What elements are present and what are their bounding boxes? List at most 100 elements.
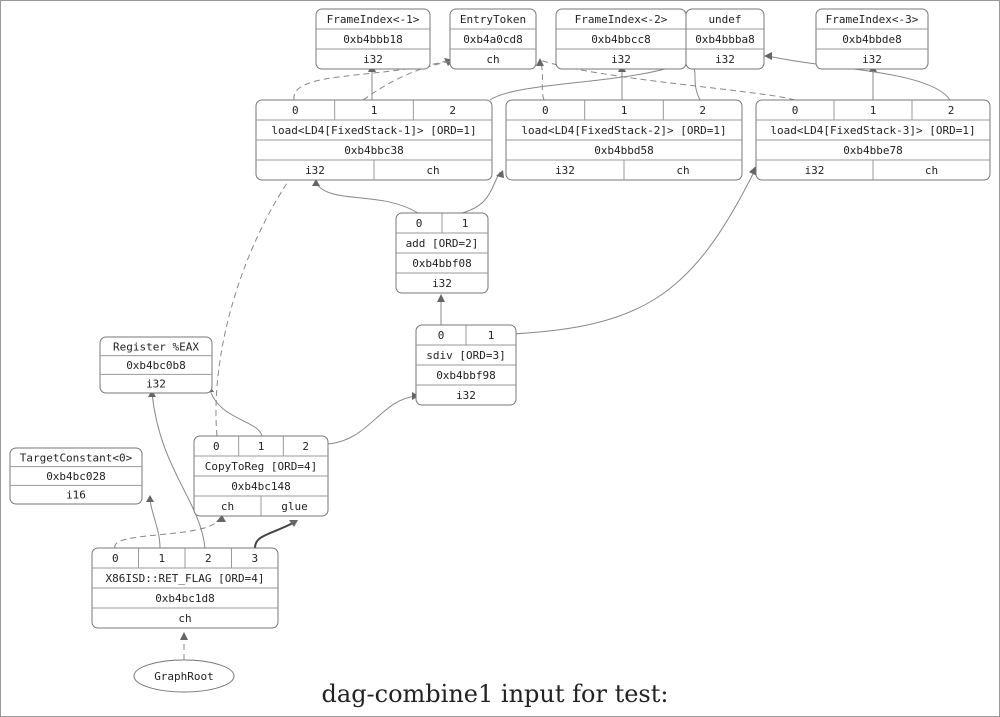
output-value: ch xyxy=(426,164,439,177)
node-title: load<LD4[FixedStack-2]> [ORD=1] xyxy=(521,124,726,137)
node-title: EntryToken xyxy=(460,13,526,26)
input-port: 1 xyxy=(158,552,165,565)
node-load1[interactable]: 0 1 2 load<LD4[FixedStack-1]> [ORD=1] 0xb4bb… xyxy=(255,99,493,181)
node-box xyxy=(133,659,235,693)
edge-ret-tconst xyxy=(149,499,161,549)
input-port: 0 xyxy=(213,440,220,453)
node-title: add [ORD=2] xyxy=(406,237,479,250)
input-port: 2 xyxy=(699,104,706,117)
input-port: 1 xyxy=(621,104,628,117)
caption: dag-combine1 input for test: xyxy=(322,680,669,708)
edge-add-load2 xyxy=(461,171,501,214)
output-value: i32 xyxy=(432,277,452,290)
node-add[interactable]: 0 1 add [ORD=2] 0xb4bbf08 i32 xyxy=(395,212,489,294)
output-value: i16 xyxy=(66,489,86,502)
node-title: Register %EAX xyxy=(113,340,199,353)
node-box xyxy=(99,336,213,394)
node-title: FrameIndex<-2> xyxy=(575,13,668,26)
output-value: ch xyxy=(676,164,689,177)
input-port: 1 xyxy=(488,329,495,342)
node-title: sdiv [ORD=3] xyxy=(426,349,505,362)
node-address: 0xb4bbd58 xyxy=(594,144,654,157)
node-box xyxy=(449,8,537,70)
node-address: 0xb4bbb18 xyxy=(343,33,403,46)
node-fi2[interactable]: FrameIndex<-2> 0xb4bbcc8 i32 xyxy=(555,8,687,70)
node-address: 0xb4bbc38 xyxy=(344,144,404,157)
edge-ret-copy xyxy=(114,517,221,549)
output-value: ch xyxy=(178,612,191,625)
node-address: 0xb4bc148 xyxy=(231,480,291,493)
node-title: CopyToReg [ORD=4] xyxy=(205,460,318,473)
output-value: glue xyxy=(281,500,308,513)
node-reg[interactable]: Register %EAX 0xb4bc0b8 i32 xyxy=(99,336,213,394)
edge-copy-sdiv xyxy=(327,395,417,445)
edge-load2-entry xyxy=(539,61,545,101)
output-value: i32 xyxy=(862,53,882,66)
node-box xyxy=(685,8,765,70)
node-box xyxy=(815,8,929,70)
node-title: TargetConstant<0> xyxy=(20,451,133,464)
edge-sdiv-load3 xyxy=(489,169,756,336)
input-port: 0 xyxy=(542,104,549,117)
output-value: ch xyxy=(925,164,938,177)
edge-add-load1 xyxy=(315,182,419,214)
edge-ret-reg xyxy=(151,392,206,549)
node-address: 0xb4bc0b8 xyxy=(126,359,186,372)
node-box xyxy=(9,447,143,505)
output-value: i32 xyxy=(363,53,383,66)
input-port: 0 xyxy=(292,104,299,117)
input-port: 1 xyxy=(462,217,469,230)
input-port: 2 xyxy=(302,440,309,453)
output-value: ch xyxy=(221,500,234,513)
output-value: i32 xyxy=(611,53,631,66)
node-box xyxy=(315,8,431,70)
output-value: i32 xyxy=(805,164,825,177)
node-address: 0xb4bc1d8 xyxy=(155,592,215,605)
nodes: FrameIndex<-1>0xb4bbb18i32EntryToken0xb4… xyxy=(9,8,991,693)
node-load2[interactable]: 0 1 2 load<LD4[FixedStack-2]> [ORD=1] 0xb4bb… xyxy=(505,99,743,181)
node-title: FrameIndex<-3> xyxy=(826,13,919,26)
edges xyxy=(114,52,951,660)
node-title: load<LD4[FixedStack-1]> [ORD=1] xyxy=(271,124,476,137)
input-port: 1 xyxy=(258,440,265,453)
edge-load3-undef xyxy=(767,55,951,101)
output-value: i32 xyxy=(456,389,476,402)
input-port: 2 xyxy=(205,552,212,565)
output-value: i32 xyxy=(555,164,575,177)
node-fi3[interactable]: FrameIndex<-3> 0xb4bbde8 i32 xyxy=(815,8,929,70)
node-root[interactable]: GraphRoot xyxy=(133,659,235,693)
output-value: i32 xyxy=(146,378,166,391)
node-address: 0xb4bbf08 xyxy=(412,257,472,270)
node-address: 0xb4bbe78 xyxy=(843,144,903,157)
input-port: 0 xyxy=(416,217,423,230)
input-port: 3 xyxy=(251,552,258,565)
node-address: 0xb4bbf98 xyxy=(436,369,496,382)
node-title: undef xyxy=(708,13,741,26)
node-title: X86ISD::RET_FLAG [ORD=4] xyxy=(106,572,265,585)
edge-copy-entry xyxy=(215,59,461,437)
edge-load2-undef xyxy=(689,64,701,101)
input-port: 1 xyxy=(371,104,378,117)
edge-copy-reg xyxy=(209,389,263,437)
node-title: load<LD4[FixedStack-3]> [ORD=1] xyxy=(770,124,975,137)
node-title: FrameIndex<-1> xyxy=(327,13,420,26)
input-port: 0 xyxy=(792,104,799,117)
input-port: 2 xyxy=(948,104,955,117)
node-fi1[interactable]: FrameIndex<-1> 0xb4bbb18 i32 xyxy=(315,8,431,70)
input-port: 2 xyxy=(449,104,456,117)
node-address: 0xb4bbba8 xyxy=(695,33,755,46)
node-title: GraphRoot xyxy=(154,670,214,683)
node-address: 0xb4bbde8 xyxy=(842,33,902,46)
node-address: 0xb4bbcc8 xyxy=(591,33,651,46)
edge-ret-glue xyxy=(254,521,296,549)
output-value: ch xyxy=(486,53,499,66)
